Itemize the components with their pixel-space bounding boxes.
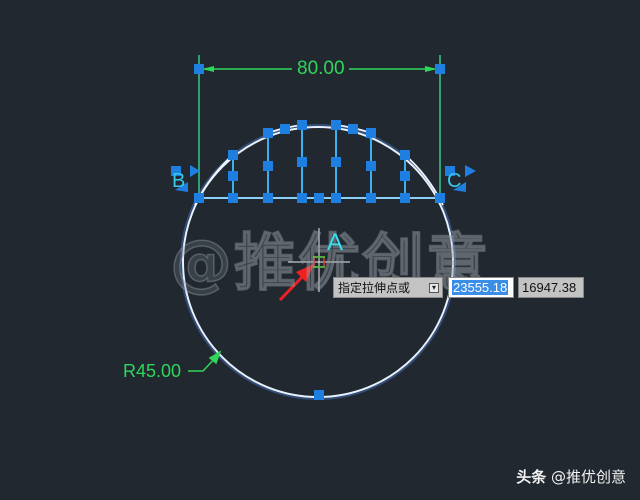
point-label-b: B [172, 170, 186, 192]
red-arrow-annotation [278, 264, 314, 302]
point-label-a: A [327, 229, 344, 256]
y-coordinate-value: 16947.38 [522, 280, 577, 295]
dynamic-input-prompt: 指定拉伸点或 ▾ [333, 277, 443, 298]
prompt-text: 指定拉伸点或 [338, 281, 411, 295]
crosshair-cursor [288, 228, 350, 292]
vertical-posts[interactable] [232, 125, 406, 198]
x-coordinate-input[interactable]: 23555.18 [448, 277, 514, 298]
x-coordinate-value: 23555.18 [452, 280, 509, 295]
dimension-80-label: 80.00 [293, 58, 349, 80]
footer-handle: @推优创意 [550, 468, 626, 486]
radius-leader [188, 350, 222, 372]
radius-label: R45.00 [123, 361, 182, 381]
footer-watermark: 头条 @推优创意 [516, 466, 626, 487]
direction-markers [175, 165, 476, 192]
footer-platform: 头条 [516, 468, 547, 486]
point-label-c: C [447, 170, 462, 192]
arrow-down-icon[interactable]: ▾ [429, 283, 439, 293]
y-coordinate-input[interactable]: 16947.38 [518, 277, 584, 298]
grips[interactable] [171, 64, 455, 400]
dimension-80[interactable] [198, 55, 441, 198]
